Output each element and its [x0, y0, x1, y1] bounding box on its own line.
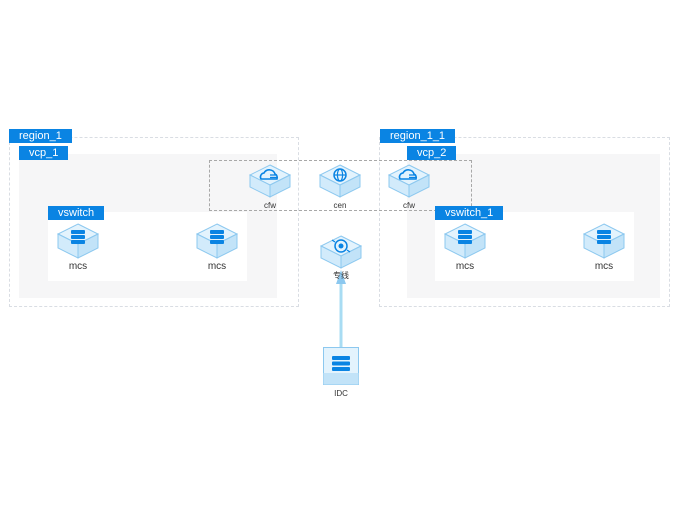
cfw-label-1: cfw — [264, 201, 276, 210]
vswitch-tag: vswitch — [48, 206, 105, 220]
link-arrowhead — [336, 270, 346, 284]
server-icon — [443, 223, 487, 259]
mcs-node-2[interactable] — [195, 222, 239, 262]
region-1-1-tag: region_1_1 — [380, 129, 456, 143]
globe-icon — [318, 164, 362, 198]
server-icon — [582, 223, 626, 259]
cen-group-box — [209, 160, 472, 211]
region-1-container — [9, 137, 299, 307]
cfw-label-2: cfw — [403, 201, 415, 210]
cfw-node-2[interactable] — [387, 163, 431, 203]
server-icon — [56, 223, 100, 259]
cloud-firewall-icon — [248, 164, 292, 198]
mcs-label-3: mcs — [455, 261, 475, 272]
vcp-2-tag: vcp_2 — [407, 146, 457, 160]
cfw-node-1[interactable] — [248, 163, 292, 203]
express-connect-icon — [319, 235, 363, 269]
mcs-node-3[interactable] — [443, 222, 487, 262]
express-connect-node[interactable] — [319, 234, 363, 274]
mcs-label-2: mcs — [207, 261, 227, 272]
region-1-tag: region_1 — [9, 129, 72, 143]
cen-node[interactable] — [318, 163, 362, 203]
server-icon — [195, 223, 239, 259]
mcs-node-4[interactable] — [582, 222, 626, 262]
mcs-label-4: mcs — [594, 261, 614, 272]
express-connect-label: 专线 — [333, 271, 349, 280]
mcs-label-1: mcs — [68, 261, 88, 272]
vcp-1-tag: vcp_1 — [19, 146, 69, 160]
cen-label: cen — [333, 201, 347, 210]
idc-node[interactable] — [323, 347, 359, 385]
cloud-firewall-icon — [387, 164, 431, 198]
idc-icon — [323, 347, 359, 385]
vswitch-1-tag: vswitch_1 — [435, 206, 504, 220]
region-1-1-container — [379, 137, 670, 307]
mcs-node-1[interactable] — [56, 222, 100, 262]
idc-label: IDC — [334, 389, 348, 398]
